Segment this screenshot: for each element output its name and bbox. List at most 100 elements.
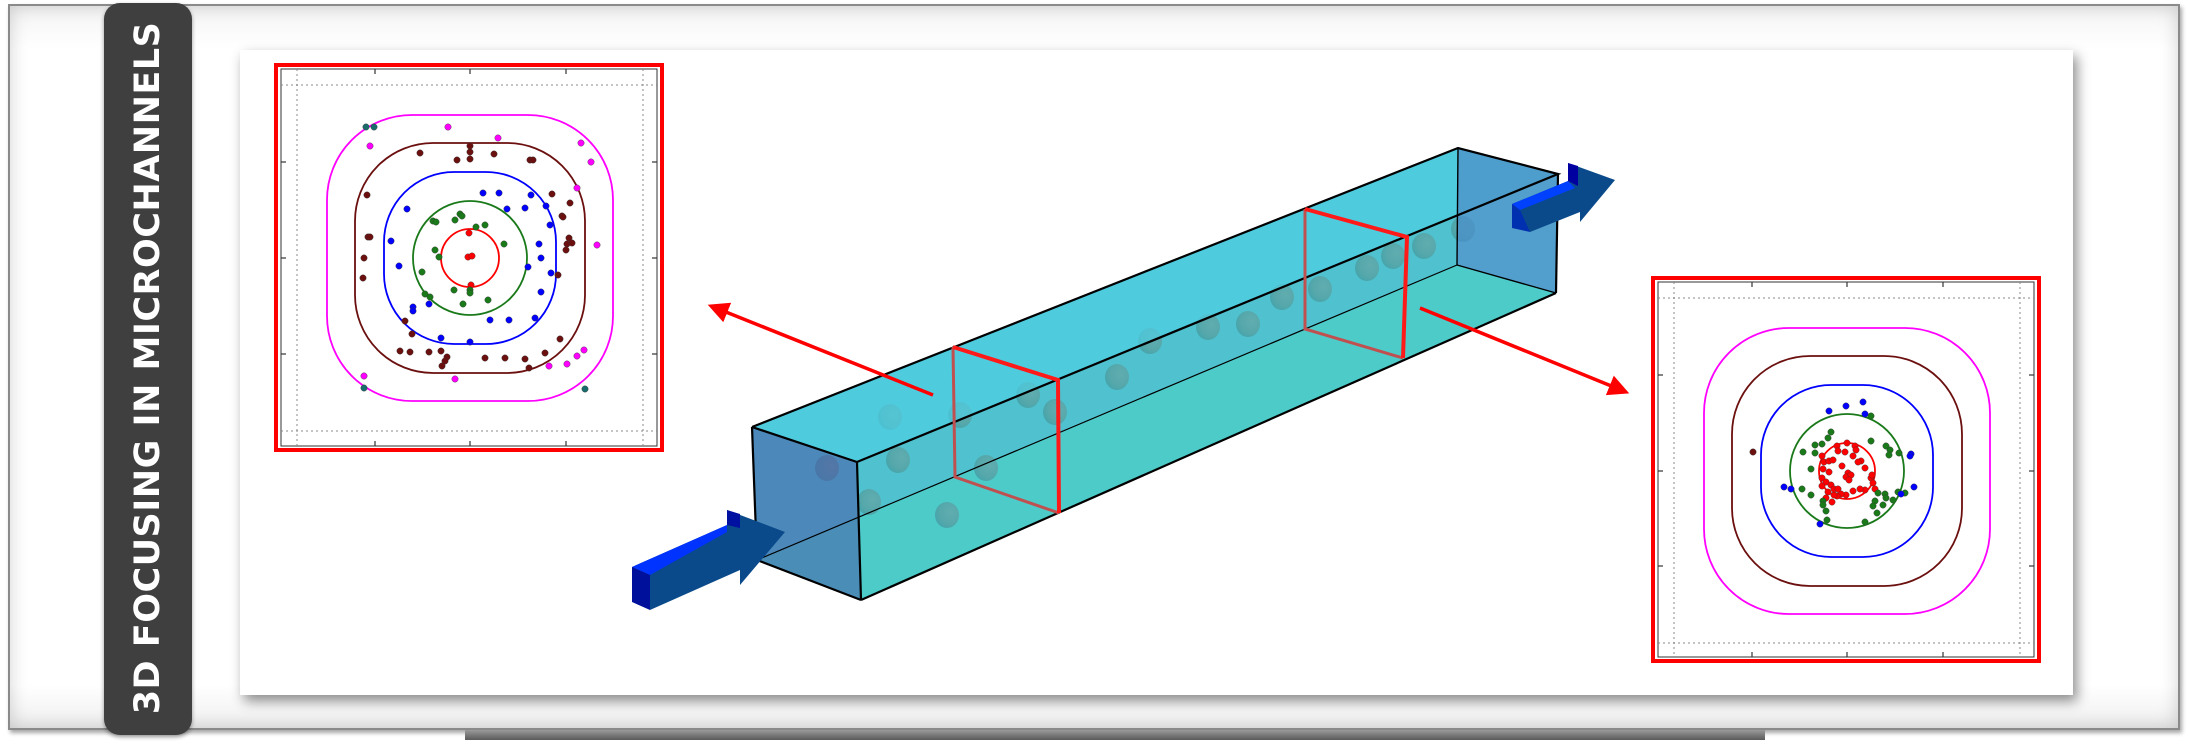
data-point-blue <box>479 189 487 197</box>
data-point-green <box>421 290 429 298</box>
data-point-blue <box>1861 410 1869 418</box>
data-point-green <box>1895 449 1903 457</box>
data-point-magenta <box>494 134 502 142</box>
data-point-red <box>1824 488 1832 496</box>
data-point-blue <box>524 263 532 271</box>
data-point-brown <box>566 199 574 207</box>
data-point-green <box>1807 491 1815 499</box>
microchannel <box>750 146 1562 602</box>
data-point-green <box>1811 441 1819 449</box>
data-point-green <box>459 300 467 308</box>
data-point-blue <box>409 307 417 315</box>
outlet-arrow-icon <box>1512 163 1615 232</box>
data-point-green <box>418 268 426 276</box>
data-point-green <box>1799 448 1807 456</box>
data-point-brown <box>541 349 549 357</box>
data-point-brown <box>565 234 573 242</box>
data-point-green <box>1824 434 1832 442</box>
left-plot-ticks <box>281 69 657 446</box>
data-point-blue <box>437 334 445 342</box>
channel-front-face <box>857 174 1558 600</box>
data-point-teal <box>360 384 368 392</box>
data-point-blue <box>1816 520 1824 528</box>
right-plot-ticks <box>1658 282 2034 657</box>
downstream-cross-section <box>1303 207 1410 360</box>
data-point-green <box>500 240 508 248</box>
data-point-brown <box>525 364 533 372</box>
data-point-blue <box>1897 490 1905 498</box>
data-point-green <box>458 212 466 220</box>
data-point-red <box>1852 446 1860 454</box>
inlet-arrow-icon <box>632 510 785 610</box>
data-point-blue <box>521 204 529 212</box>
data-point-blue <box>395 262 403 270</box>
bottom-shadow-bar <box>465 730 1765 740</box>
data-point-red <box>1854 458 1862 466</box>
data-point-green <box>1885 451 1893 459</box>
data-point-green <box>1827 428 1835 436</box>
data-point-green <box>1867 412 1875 420</box>
data-point-green <box>1822 507 1830 515</box>
data-point-blue <box>537 254 545 262</box>
data-point-red <box>1861 464 1869 472</box>
data-point-magenta <box>580 346 588 354</box>
data-point-brown <box>360 254 368 262</box>
data-point-brown <box>425 348 433 356</box>
data-point-blue <box>1825 407 1833 415</box>
data-point-blue <box>387 237 395 245</box>
channel-inlet-face <box>752 427 861 600</box>
data-point-brown <box>401 317 409 325</box>
data-point-teal <box>362 123 370 131</box>
data-point-blue <box>531 314 539 322</box>
data-point-red <box>1849 487 1857 495</box>
data-point-green <box>426 293 434 301</box>
data-point-green <box>1798 485 1806 493</box>
data-point-brown <box>521 355 529 363</box>
data-point-blue <box>495 189 503 197</box>
data-point-brown <box>406 348 414 356</box>
data-point-blue <box>505 316 513 324</box>
right-plot-points <box>1749 398 1918 528</box>
title-panel <box>104 3 192 735</box>
data-point-blue <box>1842 402 1850 410</box>
data-point-red <box>1841 448 1849 456</box>
data-point-magenta <box>573 352 581 360</box>
data-point-green <box>484 296 492 304</box>
data-point-magenta <box>587 158 595 166</box>
data-point-blue <box>546 221 554 229</box>
data-point-teal <box>370 123 378 131</box>
upstream-cross-section <box>951 345 1061 515</box>
data-point-brown <box>466 155 474 163</box>
data-point-red <box>1856 485 1864 493</box>
data-point-magenta <box>573 184 581 192</box>
data-point-red <box>1830 491 1838 499</box>
data-point-red <box>1849 452 1857 460</box>
data-point-brown <box>359 274 367 282</box>
data-point-red <box>1869 479 1877 487</box>
data-point-green <box>431 246 439 254</box>
data-point-red <box>1818 482 1826 490</box>
callout-arrow-downstream <box>1419 306 1630 396</box>
data-point-brown <box>416 149 424 157</box>
data-point-red <box>1834 447 1842 455</box>
data-point-magenta <box>593 241 601 249</box>
data-point-magenta <box>577 139 585 147</box>
right-plot <box>1651 276 2041 663</box>
data-point-brown <box>408 330 416 338</box>
data-point-green <box>435 253 443 261</box>
data-point-magenta <box>444 123 452 131</box>
data-point-magenta <box>545 362 553 370</box>
data-point-green <box>1811 449 1819 457</box>
data-point-brown <box>366 233 374 241</box>
data-point-red <box>1825 468 1833 476</box>
data-point-blue <box>1910 483 1918 491</box>
data-point-blue <box>537 288 545 296</box>
data-point-magenta <box>563 360 571 368</box>
data-point-green <box>1873 509 1881 517</box>
data-point-red <box>465 229 473 237</box>
data-point-brown <box>1749 448 1757 456</box>
data-point-green <box>432 218 440 226</box>
data-point-brown <box>562 246 570 254</box>
data-point-brown <box>548 190 556 198</box>
